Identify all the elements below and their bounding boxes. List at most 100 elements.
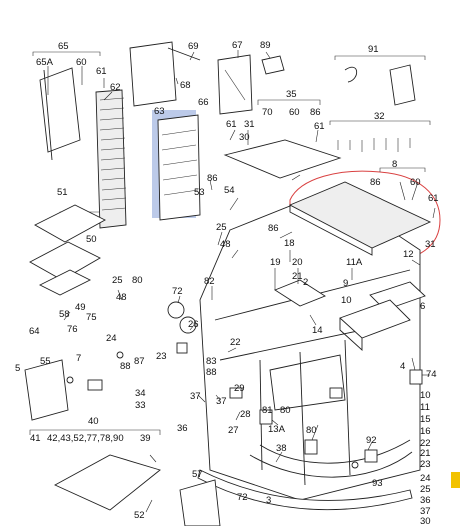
label-25b: 25 — [112, 275, 123, 286]
label-60c: 60 — [410, 177, 421, 188]
column-ref-21: 21 — [420, 448, 431, 459]
label-89: 89 — [260, 40, 271, 51]
label-27: 27 — [228, 425, 239, 436]
label-8: 8 — [392, 159, 398, 170]
label-68: 68 — [180, 80, 191, 91]
label-4: 4 — [400, 361, 406, 372]
label-25a: 25 — [216, 222, 227, 233]
label-21: 21 — [292, 271, 303, 282]
label-61c: 61 — [428, 193, 439, 204]
label-54: 54 — [224, 185, 235, 196]
column-ref-16: 16 — [420, 426, 431, 437]
column-ref-23: 23 — [420, 459, 431, 470]
label-34: 34 — [135, 388, 146, 399]
label-88b: 88 — [206, 367, 217, 378]
label-72a: 72 — [172, 286, 183, 297]
label-57: 57 — [192, 469, 203, 480]
label-7: 7 — [76, 353, 82, 364]
label-87a: 87 — [134, 356, 145, 367]
label-61a: 61 — [96, 66, 107, 77]
label-76: 76 — [67, 324, 78, 335]
label-26: 26 — [188, 319, 199, 330]
label-33: 33 — [135, 400, 146, 411]
label-81: 81 — [262, 405, 273, 416]
label-38: 38 — [276, 443, 287, 454]
label-80b: 80 — [280, 405, 291, 416]
label-12: 12 — [403, 249, 414, 260]
label-58: 58 — [59, 309, 70, 320]
label-63: 63 — [154, 106, 165, 117]
label-19: 19 — [270, 257, 281, 268]
label-20: 20 — [292, 257, 303, 268]
column-ref-10: 10 — [420, 390, 431, 401]
label-51: 51 — [57, 187, 68, 198]
label-52: 52 — [134, 510, 145, 521]
label-48b: 48 — [116, 292, 127, 303]
label-40: 40 — [88, 416, 99, 427]
label-91: 91 — [368, 44, 379, 55]
label-32: 32 — [374, 111, 385, 122]
label-70: 70 — [262, 107, 273, 118]
column-ref-22: 22 — [420, 438, 431, 449]
column-ref-25: 25 — [420, 484, 431, 495]
label-29: 29 — [234, 383, 245, 394]
column-ref-15: 15 — [420, 414, 431, 425]
label-53: 53 — [194, 187, 205, 198]
label-2: 2 — [303, 277, 309, 288]
label-92: 92 — [366, 435, 377, 446]
label-39: 39 — [140, 433, 151, 444]
label-69: 69 — [188, 41, 199, 52]
label-30: 30 — [239, 132, 250, 143]
column-ref-24: 24 — [420, 473, 431, 484]
label-86a: 86 — [310, 107, 321, 118]
label-9: 9 — [343, 278, 349, 289]
label-50: 50 — [86, 234, 97, 245]
label-14: 14 — [312, 325, 323, 336]
label-36: 36 — [177, 423, 188, 434]
label-86c: 86 — [370, 177, 381, 188]
label-80c: 80 — [306, 425, 317, 436]
label-62: 62 — [110, 82, 121, 93]
column-ref-11: 11 — [420, 402, 430, 413]
label-41: 41 — [30, 433, 41, 444]
label-86d: 86 — [268, 223, 279, 234]
label-49: 49 — [75, 302, 86, 313]
label-37a: 37 — [190, 391, 201, 402]
label-75: 75 — [86, 312, 97, 323]
label-60b: 60 — [289, 107, 300, 118]
label-66: 66 — [198, 97, 209, 108]
label-5: 5 — [15, 363, 21, 374]
label-23: 23 — [156, 351, 167, 362]
label-88a: 88 — [120, 361, 131, 372]
label-67: 67 — [232, 40, 243, 51]
label-60a: 60 — [76, 57, 87, 68]
label-24: 24 — [106, 333, 117, 344]
label-22: 22 — [230, 337, 241, 348]
column-ref-36: 36 — [420, 495, 431, 506]
label-3: 3 — [266, 495, 272, 506]
label-13a: 13A — [268, 424, 285, 435]
label-42-set: 42,43,52,77,78,90 — [47, 433, 124, 444]
label-65: 65 — [58, 41, 69, 52]
label-28: 28 — [240, 409, 251, 420]
column-ref-37: 37 — [420, 506, 431, 517]
label-83: 83 — [206, 356, 217, 367]
label-64: 64 — [29, 326, 40, 337]
label-72b: 72 — [237, 492, 248, 503]
selection-marker[interactable] — [451, 472, 460, 488]
label-10: 10 — [341, 295, 352, 306]
label-61c-top: 61 — [314, 121, 325, 132]
label-65a: 65A — [36, 57, 53, 68]
label-80a: 80 — [132, 275, 143, 286]
label-86b: 86 — [207, 173, 218, 184]
label-74: 74 — [426, 369, 437, 380]
label-31a: 31 — [244, 119, 255, 130]
label-61b: 61 — [226, 119, 237, 130]
column-ref-30: 30 — [420, 516, 431, 526]
label-93: 93 — [372, 478, 383, 489]
label-55: 55 — [40, 356, 51, 367]
label-18: 18 — [284, 238, 295, 249]
label-11a: 11A — [346, 257, 363, 268]
